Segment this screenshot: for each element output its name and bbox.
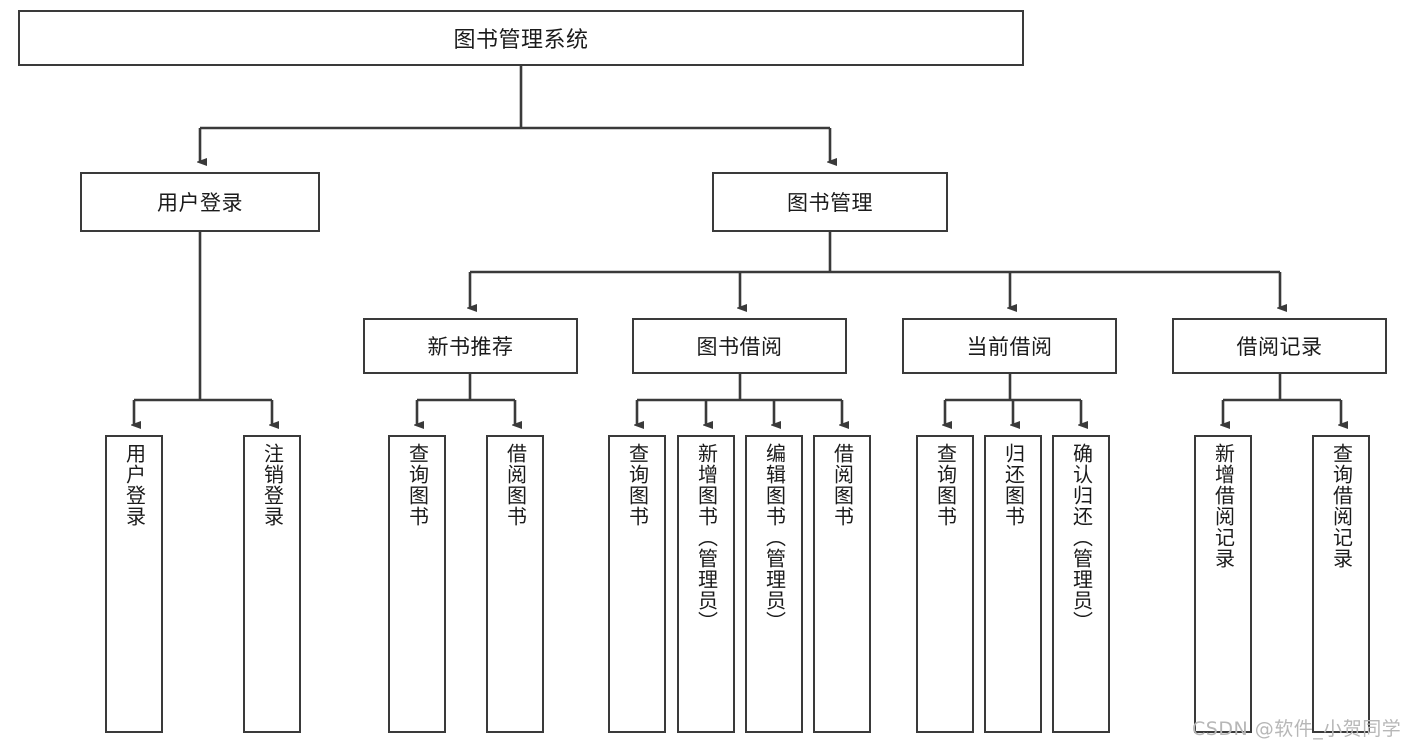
leaf-user-login-label: 用户登录 — [122, 443, 147, 527]
node-book-borrow-label: 图书借阅 — [696, 335, 783, 359]
node-root[interactable]: 图书管理系统 — [18, 10, 1024, 66]
node-new-book-rec-label: 新书推荐 — [427, 335, 514, 359]
leaf-borrow-book-2[interactable]: 借阅图书 — [813, 435, 871, 733]
leaf-query-record[interactable]: 查询借阅记录 — [1312, 435, 1370, 733]
leaf-confirm-return-label: 确认归还（管理员） — [1069, 443, 1094, 632]
leaf-query-book-3-label: 查询图书 — [933, 443, 958, 527]
leaf-add-book[interactable]: 新增图书（管理员） — [677, 435, 735, 733]
leaf-add-book-label: 新增图书（管理员） — [694, 443, 719, 632]
leaf-logout-label: 注销登录 — [260, 443, 285, 527]
node-root-label: 图书管理系统 — [453, 28, 589, 53]
leaf-borrow-book-1[interactable]: 借阅图书 — [486, 435, 544, 733]
leaf-borrow-book-2-label: 借阅图书 — [830, 443, 855, 527]
leaf-confirm-return[interactable]: 确认归还（管理员） — [1052, 435, 1110, 733]
node-current-borrow[interactable]: 当前借阅 — [902, 318, 1117, 374]
leaf-borrow-book-1-label: 借阅图书 — [503, 443, 528, 527]
leaf-query-book-1[interactable]: 查询图书 — [388, 435, 446, 733]
leaf-return-book[interactable]: 归还图书 — [984, 435, 1042, 733]
node-user-login[interactable]: 用户登录 — [80, 172, 320, 232]
node-user-login-label: 用户登录 — [157, 191, 243, 215]
node-book-manage[interactable]: 图书管理 — [712, 172, 948, 232]
leaf-edit-book[interactable]: 编辑图书（管理员） — [745, 435, 803, 733]
node-book-borrow[interactable]: 图书借阅 — [632, 318, 847, 374]
node-borrow-record[interactable]: 借阅记录 — [1172, 318, 1387, 374]
leaf-query-book-1-label: 查询图书 — [405, 443, 430, 527]
leaf-query-book-2-label: 查询图书 — [625, 443, 650, 527]
node-borrow-record-label: 借阅记录 — [1236, 335, 1323, 359]
leaf-query-book-2[interactable]: 查询图书 — [608, 435, 666, 733]
leaf-query-record-label: 查询借阅记录 — [1329, 443, 1354, 569]
node-new-book-rec[interactable]: 新书推荐 — [363, 318, 578, 374]
leaf-add-record[interactable]: 新增借阅记录 — [1194, 435, 1252, 733]
leaf-return-book-label: 归还图书 — [1001, 443, 1026, 527]
leaf-logout[interactable]: 注销登录 — [243, 435, 301, 733]
node-book-manage-label: 图书管理 — [787, 191, 873, 215]
leaf-add-record-label: 新增借阅记录 — [1211, 443, 1236, 569]
node-current-borrow-label: 当前借阅 — [966, 335, 1053, 359]
leaf-edit-book-label: 编辑图书（管理员） — [762, 443, 787, 632]
watermark: CSDN @软件_小贺同学 — [1192, 718, 1402, 740]
leaf-query-book-3[interactable]: 查询图书 — [916, 435, 974, 733]
leaf-user-login[interactable]: 用户登录 — [105, 435, 163, 733]
